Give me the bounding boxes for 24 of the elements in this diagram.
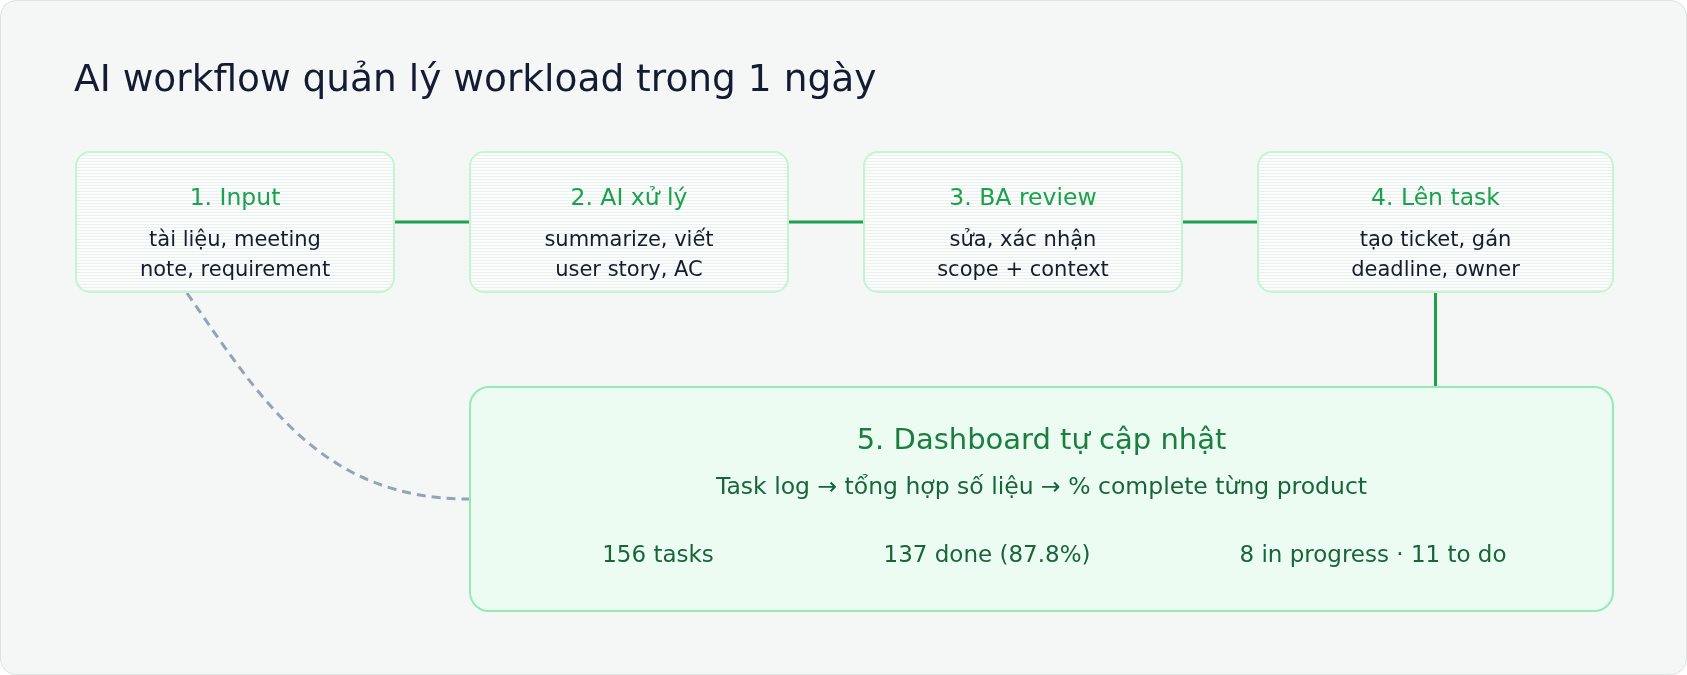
connector-line xyxy=(1183,220,1257,224)
dashboard-panel xyxy=(469,386,1614,612)
step-description: sửa, xác nhận scope + context xyxy=(936,226,1110,283)
process-box xyxy=(75,151,395,293)
process-box xyxy=(469,151,789,293)
step-title: 3. BA review xyxy=(949,182,1097,212)
process-box xyxy=(1257,151,1614,293)
stat-text: 137 done (87.8%) xyxy=(883,540,1091,569)
stat-text: 8 in progress · 11 to do xyxy=(1239,540,1507,569)
dashed-connector xyxy=(185,292,470,501)
diagram-title: AI workflow quản lý workload trong 1 ngày xyxy=(74,55,877,101)
process-box xyxy=(863,151,1183,293)
connector-line xyxy=(789,220,863,224)
step-description: tạo ticket, gán deadline, owner xyxy=(1350,226,1521,283)
connector-line xyxy=(1434,293,1437,386)
connector-line xyxy=(395,220,469,224)
panel-title: 5. Dashboard tự cập nhật xyxy=(856,421,1227,457)
step-title: 1. Input xyxy=(189,182,281,212)
step-title: 4. Lên task xyxy=(1371,182,1500,212)
step-description: summarize, viết user story, AC xyxy=(543,226,715,283)
step-description: tài liệu, meeting note, requirement xyxy=(139,226,331,283)
panel-subtitle: Task log → tổng hợp số liệu → % complete từng product xyxy=(715,471,1368,501)
stat-text: 156 tasks xyxy=(602,540,714,569)
step-title: 2. AI xử lý xyxy=(570,182,688,212)
